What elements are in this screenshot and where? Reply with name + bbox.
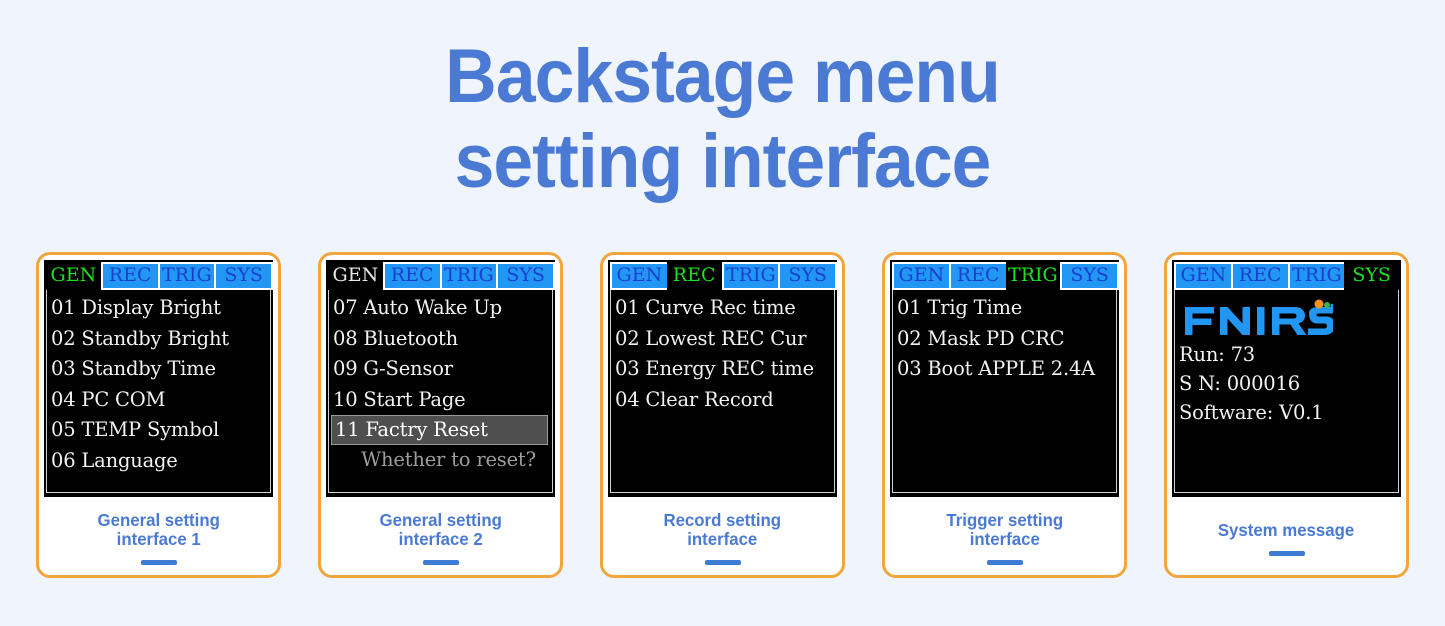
tab-rec[interactable]: REC bbox=[948, 262, 1008, 290]
menu-item[interactable]: 03 Boot APPLE 2.4A bbox=[897, 357, 1096, 380]
menu-item[interactable]: 02 Mask PD CRC bbox=[897, 326, 1065, 350]
tab-sys[interactable]: SYS bbox=[1060, 262, 1119, 290]
system-info-line: Run: 73 bbox=[1179, 343, 1255, 366]
menu-list: 01 Trig Time 02 Mask PD CRC 03 Boot APPLE … bbox=[892, 290, 1117, 493]
menu-item[interactable]: 03 Energy REC time bbox=[615, 357, 814, 380]
menu-item-selected[interactable]: 11 Factry Reset bbox=[331, 415, 548, 445]
tab-sys[interactable]: SYS bbox=[496, 262, 555, 290]
page-title: Backstage menu setting interface bbox=[43, 34, 1401, 204]
tab-trig[interactable]: TRIG bbox=[721, 262, 781, 290]
tab-trig[interactable]: TRIG bbox=[1005, 262, 1061, 290]
tab-gen[interactable]: GEN bbox=[328, 262, 383, 290]
tab-trig[interactable]: TRIG bbox=[157, 262, 217, 290]
tab-rec[interactable]: REC bbox=[100, 262, 160, 290]
page-title-line-1: Backstage menu bbox=[445, 34, 1001, 119]
tab-gen[interactable]: GEN bbox=[46, 262, 101, 290]
page-title-line-2: setting interface bbox=[454, 119, 992, 204]
tab-gen[interactable]: GEN bbox=[610, 262, 669, 290]
fnirsi-logo-icon bbox=[1185, 299, 1333, 335]
menu-item[interactable]: 06 Language bbox=[51, 448, 178, 472]
tab-trig[interactable]: TRIG bbox=[439, 262, 499, 290]
tab-rec[interactable]: REC bbox=[666, 262, 722, 290]
caption-line-2: interface 1 bbox=[116, 529, 201, 549]
menu-list: 01 Display Bright 02 Standby Bright 03 Sta… bbox=[46, 290, 271, 493]
caption-line-1: Trigger setting bbox=[946, 510, 1063, 530]
tab-sys[interactable]: SYS bbox=[778, 262, 837, 290]
tab-rec[interactable]: REC bbox=[1230, 262, 1290, 290]
system-info-line: Software: V0.1 bbox=[1179, 401, 1324, 424]
caption-underline bbox=[1268, 551, 1305, 556]
menu-item[interactable]: 08 Bluetooth bbox=[333, 326, 458, 350]
menu-item[interactable]: 03 Standby Time bbox=[51, 357, 216, 380]
caption-line-2: interface bbox=[969, 529, 1040, 549]
tab-rec[interactable]: REC bbox=[382, 262, 442, 290]
system-info-line: S N: 000016 bbox=[1179, 372, 1300, 395]
tab-trig[interactable]: TRIG bbox=[1287, 262, 1347, 290]
caption-underline bbox=[704, 560, 741, 565]
menu-item[interactable]: 01 Curve Rec time bbox=[615, 296, 796, 319]
caption-line-2: interface bbox=[687, 529, 758, 549]
caption-line-1: Record setting bbox=[663, 510, 782, 530]
menu-item[interactable]: 05 TEMP Symbol bbox=[51, 418, 220, 441]
menu-item[interactable]: 02 Standby Bright bbox=[51, 326, 229, 350]
card-caption: System message bbox=[1218, 521, 1354, 540]
confirm-prompt: Whether to reset? bbox=[361, 448, 536, 471]
tab-gen[interactable]: GEN bbox=[1174, 262, 1233, 290]
caption-line-2: interface 2 bbox=[398, 529, 483, 549]
menu-item[interactable]: 10 Start Page bbox=[333, 387, 466, 411]
caption-line-1: General setting bbox=[97, 510, 220, 530]
menu-list: 07 Auto Wake Up 08 Bluetooth 09 G-Sensor 10… bbox=[328, 290, 553, 493]
menu-item[interactable]: 04 PC COM bbox=[51, 387, 166, 411]
menu-item[interactable]: 04 Clear Record bbox=[615, 387, 774, 411]
caption-underline bbox=[986, 560, 1023, 565]
fnirsi-logo bbox=[1179, 294, 1396, 340]
menu-item[interactable]: 07 Auto Wake Up bbox=[333, 296, 502, 319]
menu-item[interactable]: 01 Trig Time bbox=[897, 296, 1023, 319]
tab-sys[interactable]: SYS bbox=[1344, 262, 1399, 290]
menu-item[interactable]: 09 G-Sensor bbox=[333, 357, 453, 380]
caption-line-1: System message bbox=[1218, 520, 1355, 540]
caption-line-1: General setting bbox=[379, 510, 502, 530]
menu-list: 01 Curve Rec time 02 Lowest REC Cur 03 Ene… bbox=[610, 290, 835, 493]
menu-item[interactable]: 01 Display Bright bbox=[51, 296, 221, 319]
caption-underline bbox=[140, 560, 177, 565]
tab-gen[interactable]: GEN bbox=[892, 262, 951, 290]
menu-item[interactable]: 02 Lowest REC Cur bbox=[615, 326, 807, 350]
caption-underline bbox=[422, 560, 459, 565]
tab-sys[interactable]: SYS bbox=[214, 262, 273, 290]
caption-area: System message bbox=[1172, 497, 1401, 575]
